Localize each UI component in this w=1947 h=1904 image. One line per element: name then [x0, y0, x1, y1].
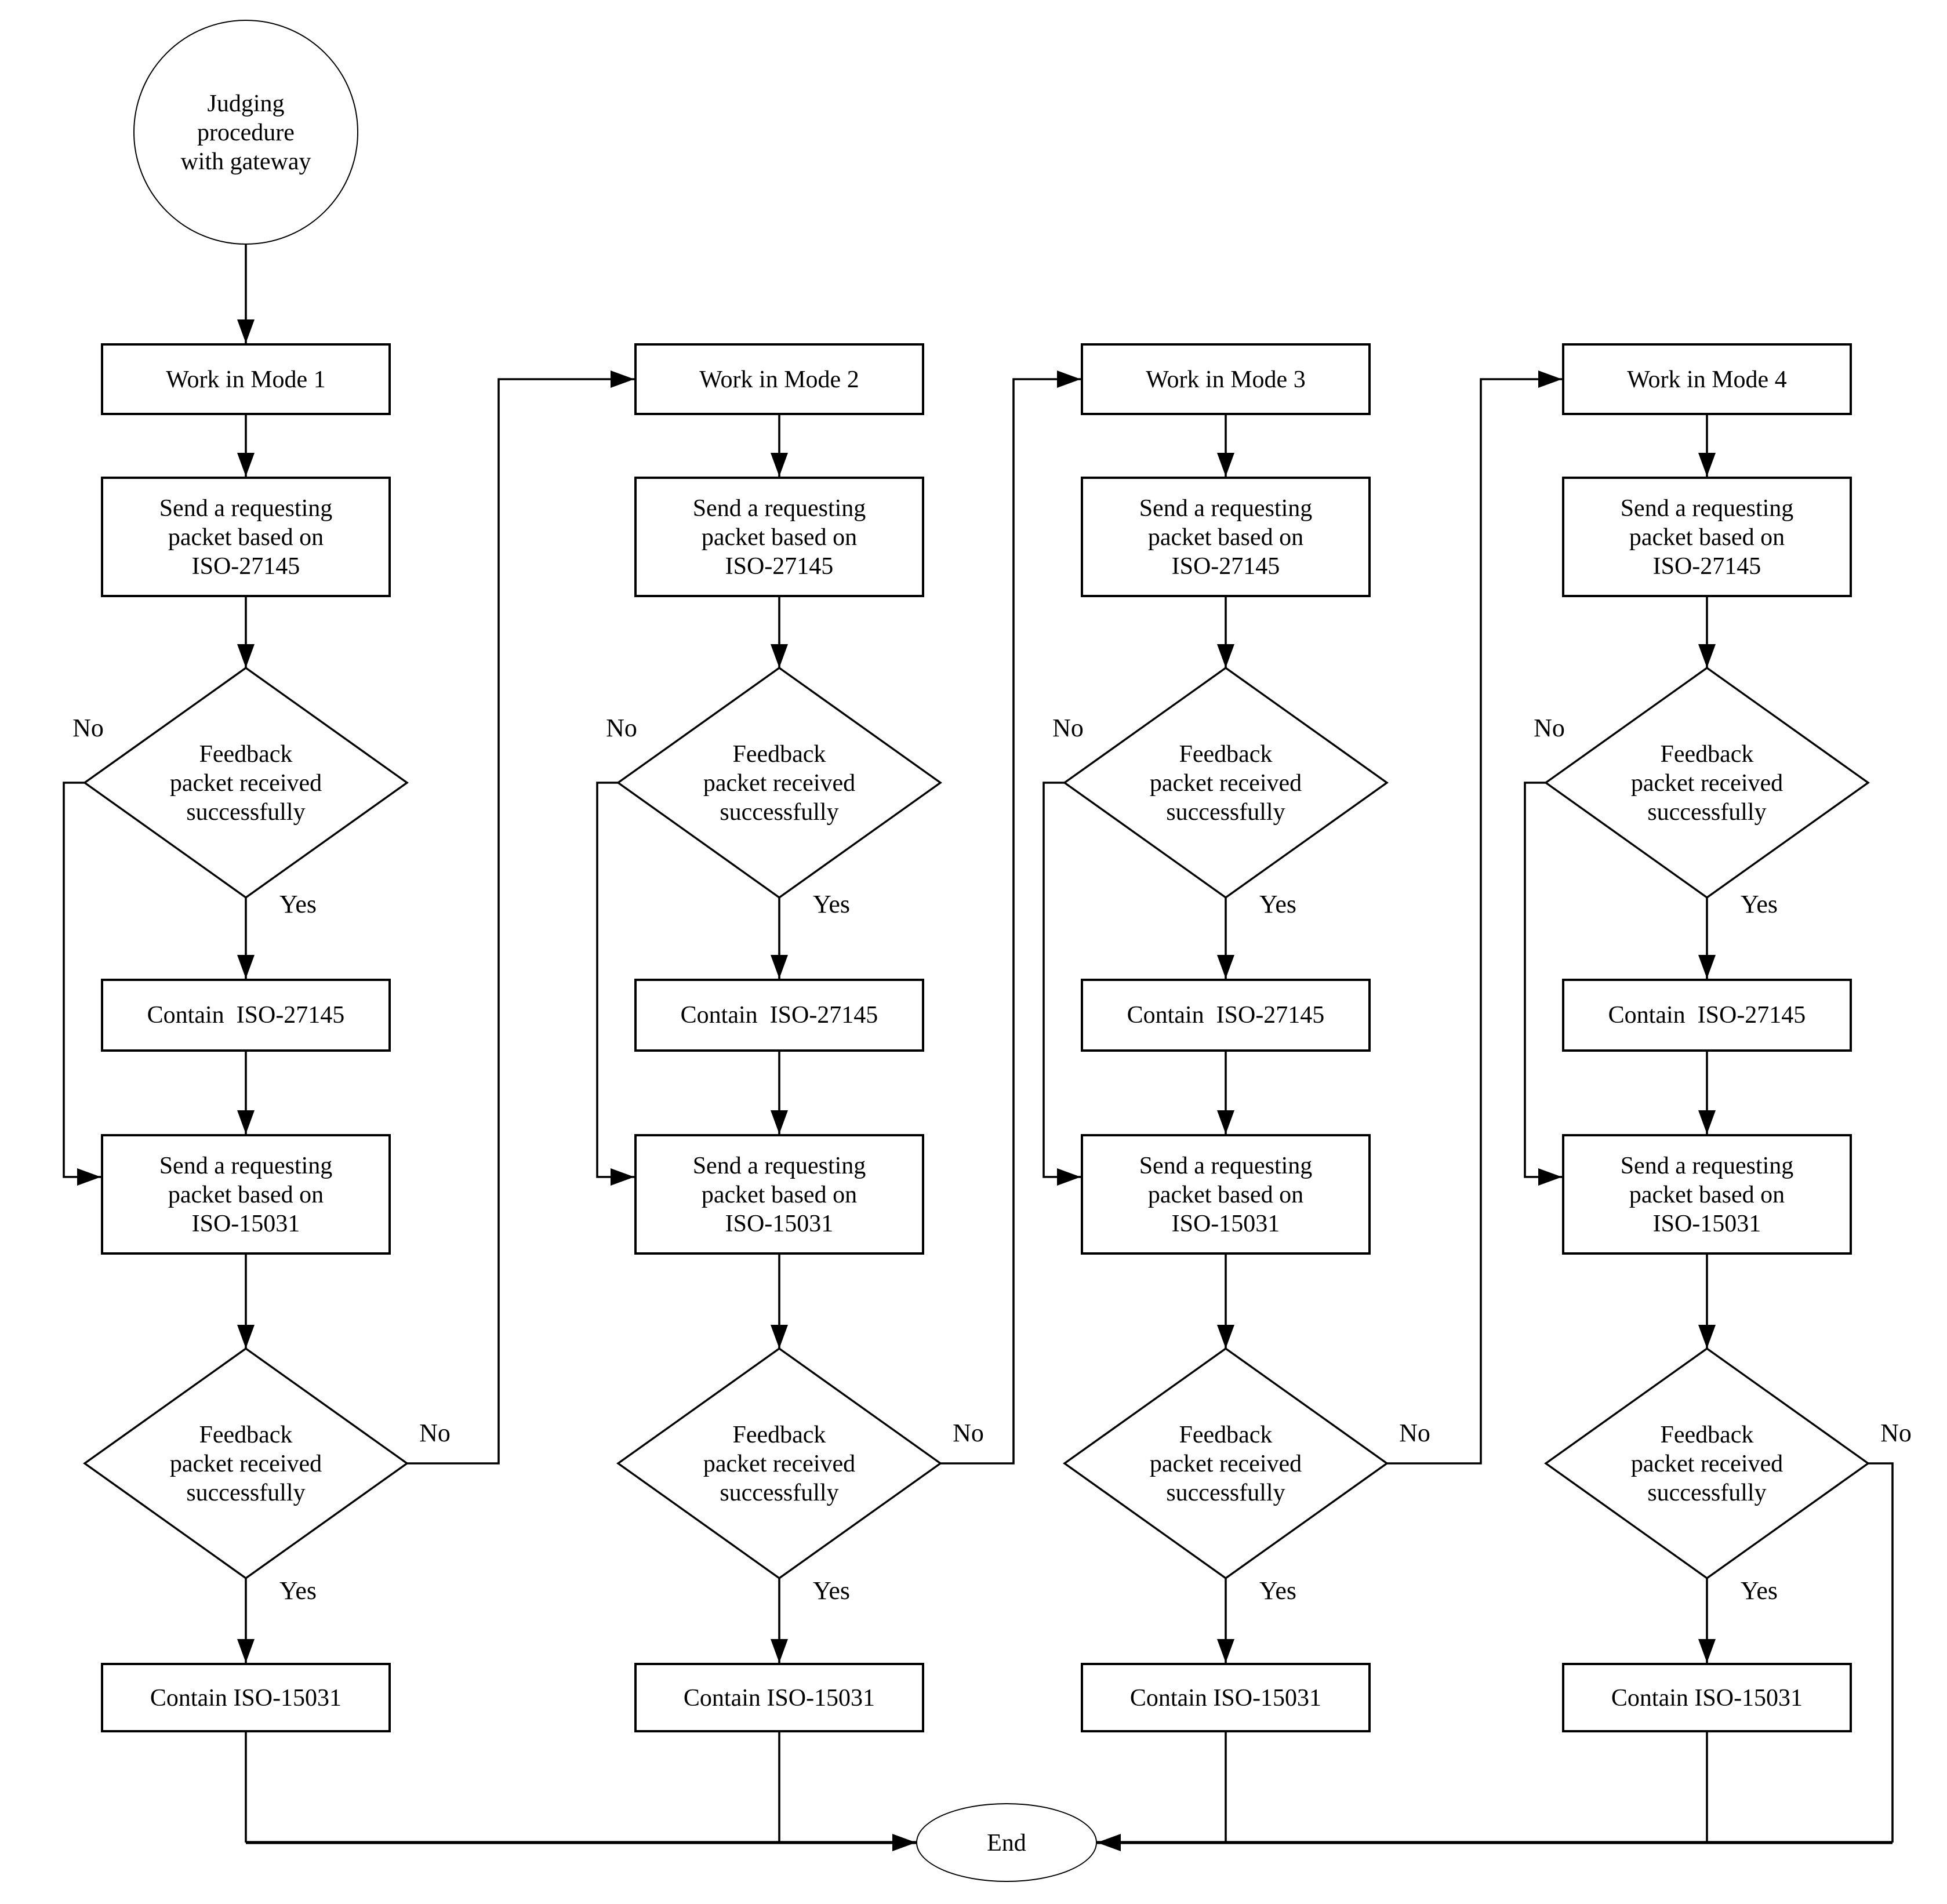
feedback-decision-1-diamond — [616, 666, 942, 899]
decision-diamonds — [83, 666, 1870, 1580]
no-loop-1 — [63, 782, 101, 1186]
feedback-decision-1-diamond — [1063, 666, 1389, 899]
send-request-iso-15031-box: Send a requesting packet based on ISO-15… — [1562, 1134, 1852, 1255]
feedback-decision-1-diamond — [1544, 666, 1870, 899]
send-request-iso-27145-box: Send a requesting packet based on ISO-27… — [101, 477, 391, 597]
work-in-mode-box: Work in Mode 4 — [1562, 343, 1852, 415]
feedback-decision-2-diamond — [1544, 1347, 1870, 1580]
column-1-wires — [63, 245, 634, 1843]
column-2-wires — [596, 370, 1081, 1843]
send-request-iso-27145-box: Send a requesting packet based on ISO-27… — [1562, 477, 1852, 597]
feedback-decision-2-diamond — [616, 1347, 942, 1580]
no-label: No — [1880, 1418, 1912, 1447]
yes-label: Yes — [1740, 1576, 1778, 1605]
work-in-mode-box: Work in Mode 1 — [101, 343, 391, 415]
yes-label: Yes — [279, 889, 317, 918]
no-to-end — [1868, 1462, 1894, 1843]
feedback-decision-2-label: Feedback packet received successfully — [1149, 1420, 1302, 1506]
end-terminator: End — [916, 1803, 1097, 1882]
feedback-decision-2-diamond — [1063, 1347, 1389, 1580]
yes-label: Yes — [1259, 1576, 1297, 1605]
work-in-mode-box: Work in Mode 3 — [1081, 343, 1371, 415]
work-in-mode-box: Work in Mode 2 — [634, 343, 924, 415]
contain-iso-15031-box: Contain ISO-15031 — [1081, 1663, 1371, 1732]
no-label: No — [1399, 1418, 1430, 1447]
feedback-decision-1-label: Feedback packet received successfully — [1149, 739, 1302, 825]
yes-label: Yes — [812, 889, 851, 918]
contain-iso-15031-box: Contain ISO-15031 — [1562, 1663, 1852, 1732]
send-request-iso-27145-box: Send a requesting packet based on ISO-27… — [634, 477, 924, 597]
no-loop-1 — [1524, 782, 1562, 1186]
feedback-decision-1-label: Feedback packet received successfully — [1630, 739, 1783, 825]
no-loop-1 — [596, 782, 634, 1186]
feedback-decision-2-diamond — [83, 1347, 409, 1580]
yes-label: Yes — [1259, 889, 1297, 918]
feedback-decision-1-label: Feedback packet received successfully — [703, 739, 856, 825]
contain-iso-27145-box: Contain ISO-27145 — [1081, 979, 1371, 1052]
no-loop-1 — [1042, 782, 1081, 1186]
start-terminator: Judging procedure with gateway — [133, 20, 358, 245]
no-label: No — [953, 1418, 984, 1447]
feedback-decision-2-label: Feedback packet received successfully — [1630, 1420, 1783, 1506]
column-4-wires — [1524, 415, 1894, 1843]
send-request-iso-15031-box: Send a requesting packet based on ISO-15… — [1081, 1134, 1371, 1255]
contain-iso-27145-box: Contain ISO-27145 — [101, 979, 391, 1052]
no-to-mode-4 — [1387, 370, 1562, 1465]
no-label: No — [606, 713, 637, 742]
feedback-decision-1-diamond — [83, 666, 409, 899]
send-request-iso-15031-box: Send a requesting packet based on ISO-15… — [634, 1134, 924, 1255]
no-label: No — [72, 713, 104, 742]
feedback-decision-2-label: Feedback packet received successfully — [169, 1420, 322, 1506]
yes-label: Yes — [812, 1576, 851, 1605]
column-3-wires — [1042, 370, 1562, 1843]
no-label: No — [419, 1418, 451, 1447]
yes-label: Yes — [279, 1576, 317, 1605]
send-request-iso-27145-box: Send a requesting packet based on ISO-27… — [1081, 477, 1371, 597]
contain-iso-15031-box: Contain ISO-15031 — [101, 1663, 391, 1732]
contain-iso-27145-box: Contain ISO-27145 — [634, 979, 924, 1052]
yes-label: Yes — [1740, 889, 1778, 918]
feedback-decision-2-label: Feedback packet received successfully — [703, 1420, 856, 1506]
no-to-mode-2 — [407, 370, 634, 1465]
no-to-mode-3 — [940, 370, 1081, 1465]
send-request-iso-15031-box: Send a requesting packet based on ISO-15… — [101, 1134, 391, 1255]
contain-iso-27145-box: Contain ISO-27145 — [1562, 979, 1852, 1052]
contain-iso-15031-box: Contain ISO-15031 — [634, 1663, 924, 1732]
no-label: No — [1052, 713, 1084, 742]
feedback-decision-1-label: Feedback packet received successfully — [169, 739, 322, 825]
no-label: No — [1534, 713, 1565, 742]
